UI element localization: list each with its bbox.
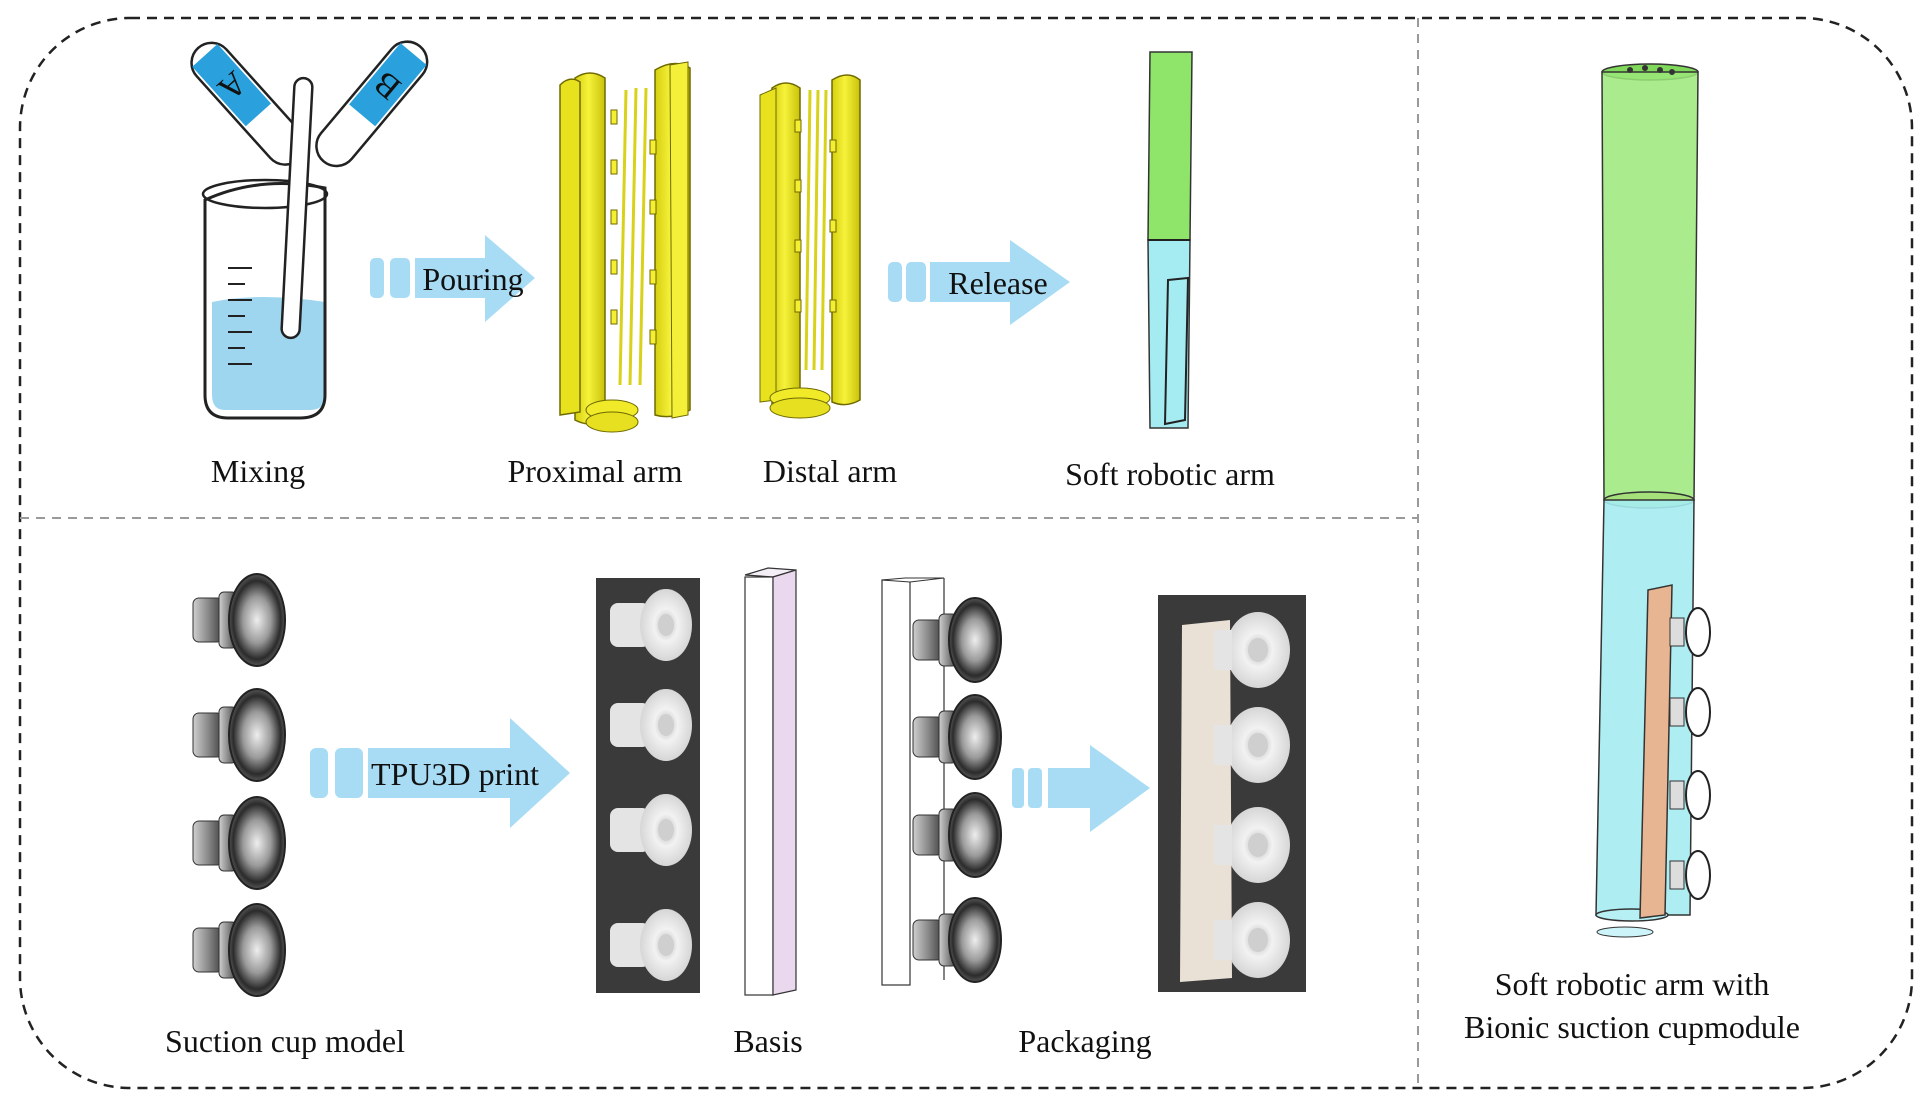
- stirring-rod: [280, 76, 314, 340]
- label-final-line2: Bionic suction cupmodule: [1464, 1009, 1800, 1045]
- label-distal-arm: Distal arm: [763, 453, 897, 489]
- proximal-arm-mold: [559, 61, 691, 433]
- printed-cup-1: [610, 589, 692, 661]
- packaging-model: [881, 577, 1002, 986]
- label-soft-robotic-arm: Soft robotic arm: [1065, 456, 1275, 492]
- label-suction-cup-model: Suction cup model: [165, 1023, 405, 1059]
- arrow-pouring: Pouring: [370, 235, 535, 322]
- final-cup-4: [1669, 850, 1711, 900]
- arrow-packaging: [1012, 745, 1150, 832]
- label-packaging: Packaging: [1018, 1023, 1151, 1059]
- label-final-line1: Soft robotic arm with: [1495, 966, 1770, 1002]
- mixing-illustration: A B: [190, 40, 429, 420]
- final-cup-2: [1669, 687, 1711, 737]
- printed-cup-4: [610, 909, 692, 981]
- arrow-release-label: Release: [948, 265, 1048, 301]
- printed-cup-2: [610, 689, 692, 761]
- label-proximal-arm: Proximal arm: [507, 453, 682, 489]
- suction-cup-models: [192, 573, 286, 997]
- arrow-release: Release: [888, 240, 1070, 325]
- beaker-liquid: [212, 297, 325, 410]
- suction-cup-model-1: [192, 573, 286, 667]
- basis-bar: [744, 567, 797, 996]
- arrow-pouring-label: Pouring: [422, 261, 523, 297]
- outer-frame: [18, 16, 1914, 1090]
- final-cup-1: [1669, 607, 1711, 657]
- test-tube-a: A: [190, 41, 307, 166]
- final-assembly: [1595, 63, 1711, 938]
- printed-cups-photo: [596, 578, 700, 993]
- final-cup-3: [1669, 770, 1711, 820]
- arrow-print-label: TPU3D print: [371, 756, 539, 792]
- label-mixing: Mixing: [211, 453, 305, 489]
- suction-cup-model-4: [192, 903, 286, 997]
- label-basis: Basis: [733, 1023, 802, 1059]
- packaged-module-photo: [1158, 595, 1306, 992]
- suction-cup-model-2: [192, 688, 286, 782]
- beaker: [203, 182, 327, 420]
- test-tube-b: B: [315, 40, 429, 168]
- suction-cup-model-3: [192, 796, 286, 890]
- printed-cup-3: [610, 794, 692, 866]
- arrow-print: TPU3D print: [310, 718, 570, 828]
- distal-arm-mold: [759, 74, 861, 419]
- soft-robotic-arm-small: [1147, 51, 1193, 429]
